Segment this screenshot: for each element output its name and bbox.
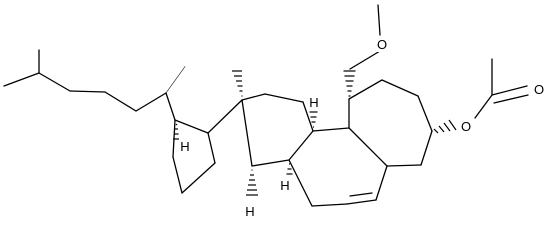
ester-oxygen-label: O	[461, 119, 471, 134]
bond	[349, 192, 373, 197]
wedge-bond	[165, 66, 186, 94]
hydrogen-c17-label: H	[180, 139, 189, 154]
bond	[181, 162, 216, 194]
bond	[420, 130, 433, 166]
hydrogen-c8-label: H	[309, 95, 318, 110]
bond	[302, 101, 314, 132]
bond	[172, 156, 183, 194]
bond	[207, 99, 243, 134]
hash-bond	[175, 123, 178, 126]
bond	[349, 50, 381, 70]
bond	[348, 127, 388, 167]
bond	[493, 94, 529, 104]
bond	[288, 159, 313, 207]
bond	[264, 93, 304, 103]
bond	[207, 132, 216, 164]
bond	[417, 95, 433, 132]
angular-methyl-c13	[232, 70, 243, 97]
skeletal-structure: O O O H H H	[3, 4, 547, 219]
bond	[104, 91, 137, 112]
bond	[381, 79, 419, 97]
bond	[348, 79, 383, 100]
hydrogen-c9-label: H	[280, 178, 289, 193]
bond	[386, 164, 422, 167]
bond	[3, 72, 40, 87]
hash-bond	[448, 119, 457, 131]
bond	[241, 99, 253, 167]
bond	[375, 165, 388, 201]
bond	[69, 90, 106, 93]
stereo-hydrogens: H H H H	[173, 95, 319, 219]
methoxy-oxygen-label: O	[377, 37, 387, 52]
ring-d	[172, 119, 216, 194]
acetate-group: O O	[433, 58, 547, 134]
label-background	[531, 81, 547, 97]
bond	[491, 85, 528, 96]
bond	[135, 92, 167, 112]
ring-c	[207, 93, 314, 167]
ring-a	[348, 79, 433, 167]
bond	[346, 199, 377, 205]
carbonyl-oxygen-label: O	[534, 82, 544, 97]
bond	[165, 92, 176, 121]
hash-bond	[433, 128, 439, 134]
bond	[311, 203, 348, 207]
hydrogen-c14-label: H	[245, 204, 254, 219]
hash-bond	[443, 122, 451, 132]
bond	[474, 94, 493, 119]
bond	[38, 72, 71, 92]
side-chain	[3, 49, 186, 121]
label-background	[458, 118, 474, 134]
methoxymethyl-group: O	[343, 4, 390, 97]
bond	[174, 119, 209, 134]
bond	[251, 159, 290, 167]
bond	[312, 127, 350, 132]
ring-b	[288, 127, 388, 207]
label-background	[374, 36, 390, 52]
hash-bond	[438, 125, 445, 133]
bond	[288, 130, 314, 161]
bond	[377, 4, 381, 36]
bond	[241, 93, 266, 101]
